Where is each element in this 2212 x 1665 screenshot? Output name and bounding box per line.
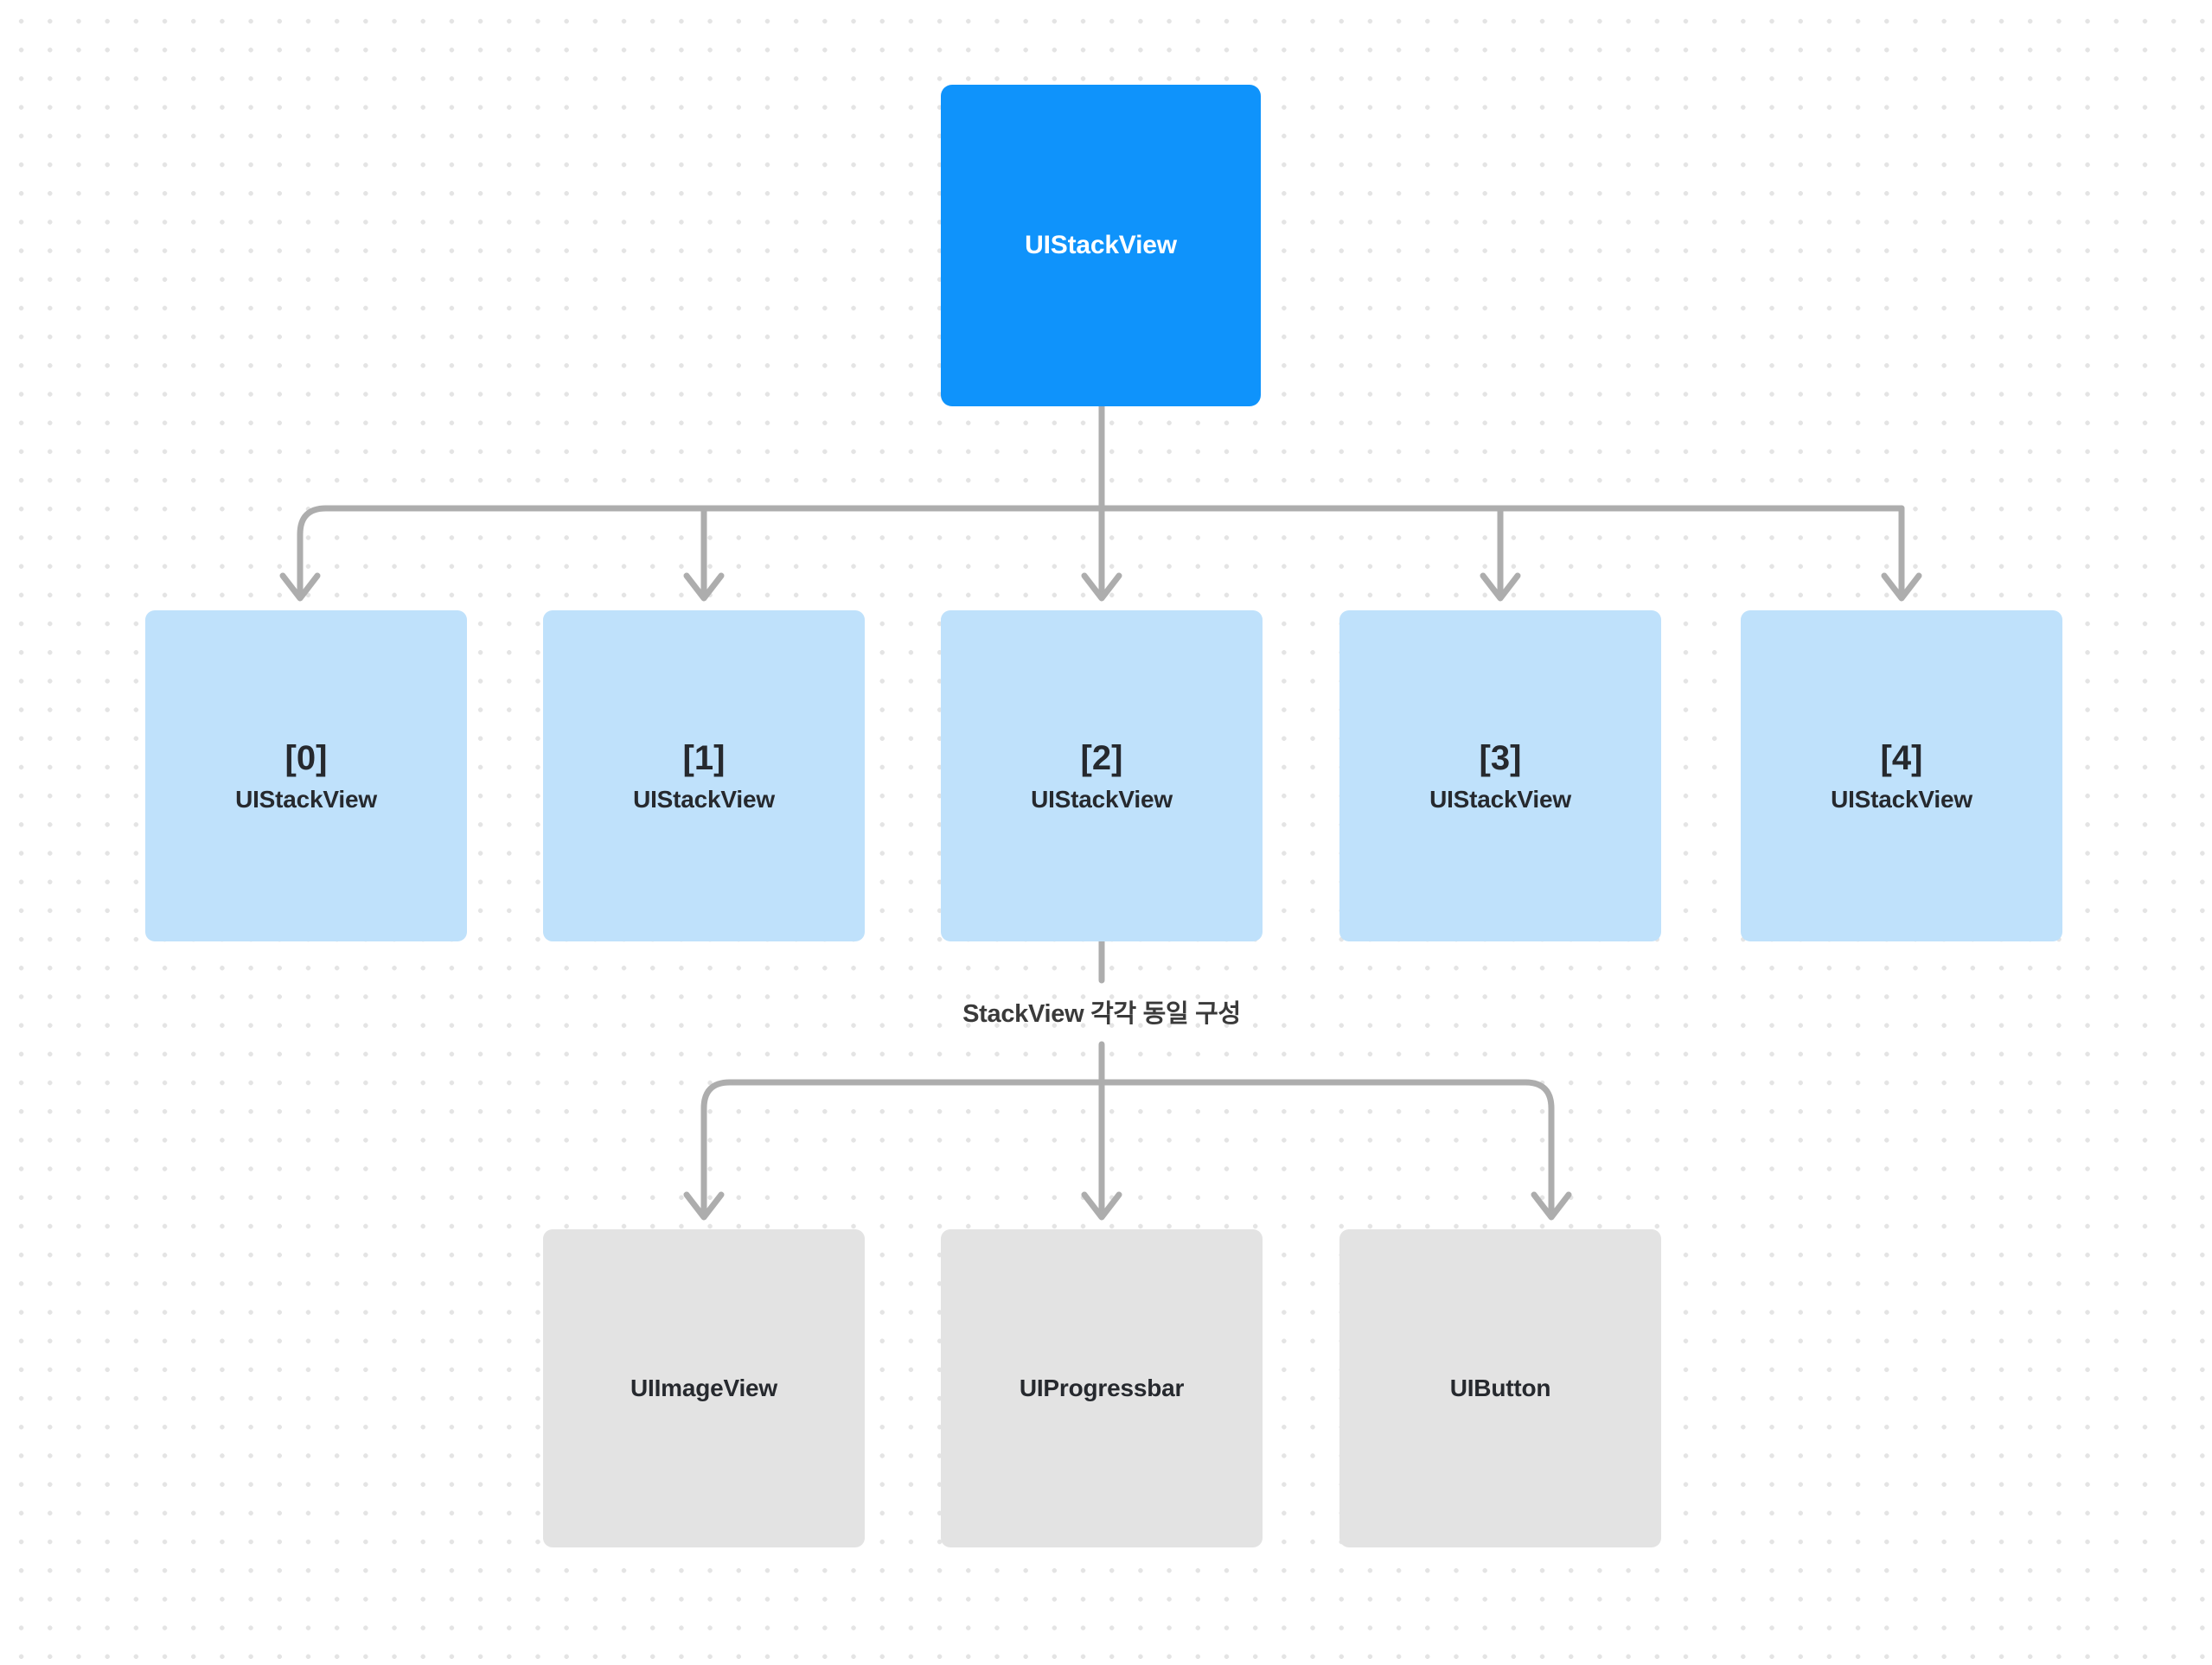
arrowhead-leaf-imageview — [683, 1191, 725, 1221]
node-root[interactable]: UIStackView — [941, 85, 1261, 406]
arrowhead-child-2 — [1081, 572, 1122, 602]
node-leaf-progressbar-label: UIProgressbar — [1019, 1375, 1185, 1402]
node-leaf-button[interactable]: UIButton — [1339, 1229, 1661, 1547]
node-stack-child-3[interactable]: [3] UIStackView — [1339, 610, 1661, 941]
annotation-stackview-label: StackView 각각 동일 구성 — [962, 1000, 1241, 1028]
node-stack-child-4[interactable]: [4] UIStackView — [1741, 610, 2062, 941]
arrowhead-child-4 — [1881, 572, 1922, 602]
node-leaf-imageview[interactable]: UIImageView — [543, 1229, 865, 1547]
node-stack-child-1-label: UIStackView — [633, 786, 775, 813]
node-stack-child-3-index: [3] — [1479, 738, 1522, 777]
edge-child2-to-leaf-imageview — [700, 1079, 733, 1217]
node-leaf-progressbar[interactable]: UIProgressbar — [941, 1229, 1263, 1547]
node-stack-child-4-index: [4] — [1880, 738, 1923, 777]
node-stack-child-0-label: UIStackView — [235, 786, 377, 813]
arrowhead-child-1 — [683, 572, 725, 602]
node-stack-child-3-label: UIStackView — [1429, 786, 1571, 813]
node-stack-child-0[interactable]: [0] UIStackView — [145, 610, 467, 941]
edge-root-to-child-0 — [297, 505, 329, 598]
node-stack-child-2-index: [2] — [1080, 738, 1123, 777]
node-stack-child-2-label: UIStackView — [1031, 786, 1173, 813]
arrowhead-leaf-progressbar — [1081, 1191, 1122, 1221]
arrowhead-child-3 — [1480, 572, 1521, 602]
arrowhead-child-0 — [279, 572, 321, 602]
node-stack-child-1-index: [1] — [682, 738, 726, 777]
node-root-label: UIStackView — [1025, 231, 1177, 260]
node-stack-child-1[interactable]: [1] UIStackView — [543, 610, 865, 941]
edge-child2-to-leaf-button — [1522, 1079, 1555, 1217]
node-stack-child-4-label: UIStackView — [1831, 786, 1972, 813]
node-stack-child-2[interactable]: [2] UIStackView — [941, 610, 1263, 941]
arrowhead-leaf-button — [1531, 1191, 1572, 1221]
node-leaf-imageview-label: UIImageView — [630, 1375, 778, 1402]
node-stack-child-0-index: [0] — [284, 738, 328, 777]
node-leaf-button-label: UIButton — [1449, 1375, 1551, 1402]
